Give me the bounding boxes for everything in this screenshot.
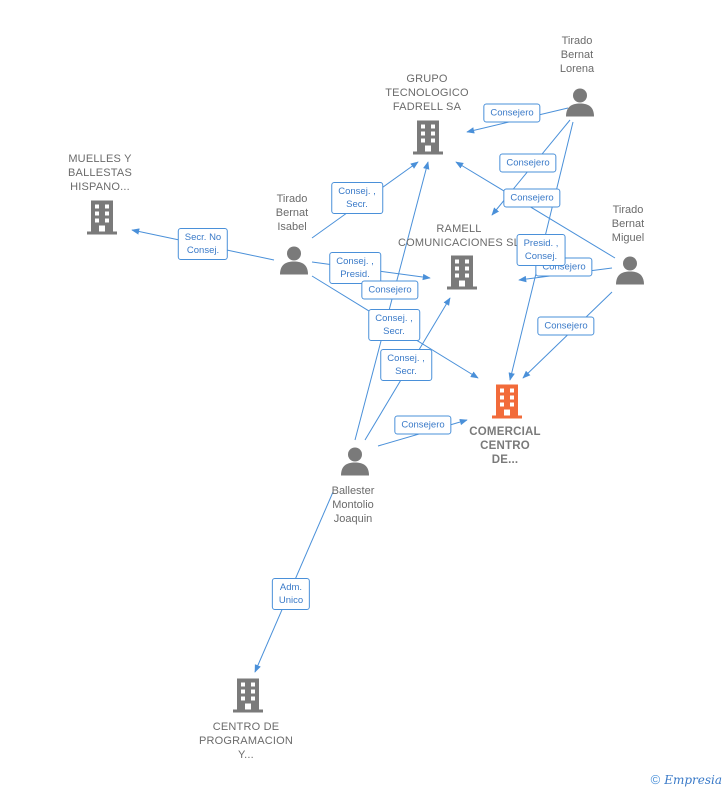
edge-label-joaquin-comercial[interactable]: Consejero [394,415,452,435]
company-label-comercial[interactable]: COMERCIAL CENTRO DE... [469,426,541,466]
edge-joaquin-grupo [354,161,430,441]
edge-label-lorena-comercial[interactable]: Presid. , Consej. [516,234,566,266]
person-icon-joaquin[interactable] [340,446,370,481]
edge-label-joaquin-grupo[interactable]: Consejero [361,280,419,300]
edge-label-isabel-comercial[interactable]: Consej. , Secr. [368,309,420,341]
person-label-joaquin[interactable]: Ballester Montolio Joaquin [331,485,375,525]
person-icon-isabel[interactable] [279,245,309,280]
person-icon-miguel[interactable] [615,255,645,290]
edge-label-isabel-muelles[interactable]: Secr. No Consej. [177,228,229,260]
copyright-icon: © [650,772,661,787]
building-icon-centro[interactable] [233,678,263,718]
person-label-miguel[interactable]: Tirado Bernat Miguel [611,204,645,244]
edge-label-joaquin-ramell[interactable]: Consej. , Secr. [380,349,432,381]
building-icon-ramell[interactable] [447,255,477,295]
edge-label-isabel-grupo[interactable]: Consej. , Secr. [331,182,383,214]
edge-label-lorena-ramell[interactable]: Consejero [499,153,557,173]
edge-label-joaquin-centro[interactable]: Adm. Unico [271,578,311,610]
company-label-grupo[interactable]: GRUPO TECNOLOGICO FADRELL SA [385,73,469,113]
brand-logo: Empresia [664,773,722,787]
company-label-centro[interactable]: CENTRO DE PROGRAMACION Y... [198,721,294,761]
company-label-ramell[interactable]: RAMELL COMUNICACIONES SL [398,223,520,249]
person-label-isabel[interactable]: Tirado Bernat Isabel [275,193,309,233]
company-label-muelles[interactable]: MUELLES Y BALLESTAS HISPANO... [68,153,132,193]
building-icon-comercial[interactable] [492,384,522,424]
footer-brand[interactable]: ©Empresia [651,772,722,787]
edge-label-lorena-grupo[interactable]: Consejero [483,103,541,123]
person-icon-lorena[interactable] [565,87,595,122]
edge-miguel-grupo [455,161,616,259]
edge-label-miguel-grupo[interactable]: Consejero [503,188,561,208]
edge-label-isabel-ramell[interactable]: Consej. , Presid. [329,252,381,284]
building-icon-muelles[interactable] [87,200,117,240]
person-label-lorena[interactable]: Tirado Bernat Lorena [559,35,595,75]
building-icon-grupo[interactable] [413,120,443,160]
edge-label-miguel-comercial[interactable]: Consejero [537,316,595,336]
